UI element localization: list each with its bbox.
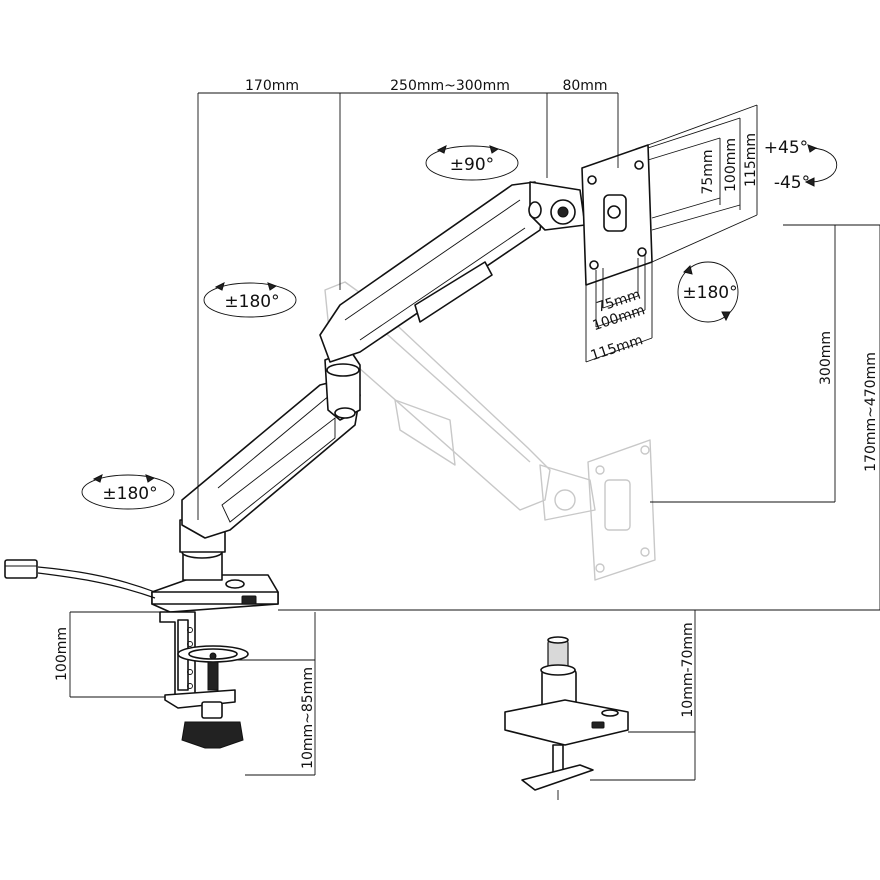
rotation-labels: ±90° ±180° ±180° ±180° +45° -45° bbox=[102, 138, 810, 504]
vesa-plate bbox=[581, 144, 653, 286]
label-head-swivel: ±90° bbox=[450, 155, 494, 175]
label-vesa-inner-v: 75mm bbox=[700, 149, 716, 194]
label-arm-upper: 250mm~300mm bbox=[390, 78, 510, 94]
usb-cable bbox=[4, 559, 156, 599]
upper-joint-indicator bbox=[203, 282, 297, 318]
rotation-indicators bbox=[81, 144, 838, 510]
dimension-lines bbox=[69, 92, 880, 781]
label-plate-v: 115mm bbox=[743, 133, 759, 187]
label-arm-base: 170mm bbox=[245, 78, 299, 94]
label-grommet-desk: 10mm-70mm bbox=[680, 622, 696, 717]
label-clamp-opening: 100mm bbox=[54, 627, 70, 681]
grommet-mount bbox=[504, 636, 629, 800]
label-tilt-down: -45° bbox=[774, 173, 810, 193]
elbow-joint bbox=[324, 349, 361, 421]
label-base-joint: ±180° bbox=[102, 484, 157, 504]
label-upper-joint: ±180° bbox=[224, 292, 279, 312]
label-plate-h: 115mm bbox=[589, 332, 645, 364]
screen-rotation-indicator bbox=[677, 261, 739, 323]
head-swivel-indicator bbox=[425, 145, 519, 181]
c-clamp bbox=[159, 611, 249, 749]
label-height-travel: 300mm bbox=[818, 331, 834, 385]
label-height-range: 170mm~470mm bbox=[863, 352, 879, 472]
label-head-offset: 80mm bbox=[562, 78, 607, 94]
base-joint-indicator bbox=[81, 474, 175, 510]
label-vesa-outer-v: 100mm bbox=[723, 138, 739, 192]
base-mount bbox=[151, 574, 279, 613]
head-joint bbox=[528, 181, 586, 231]
upper-arm bbox=[319, 181, 546, 363]
label-screen-rotation: ±180° bbox=[682, 283, 737, 303]
label-clamp-desk: 10mm~85mm bbox=[300, 667, 316, 769]
label-tilt-up: +45° bbox=[764, 138, 808, 158]
tilt-indicator bbox=[804, 144, 838, 187]
